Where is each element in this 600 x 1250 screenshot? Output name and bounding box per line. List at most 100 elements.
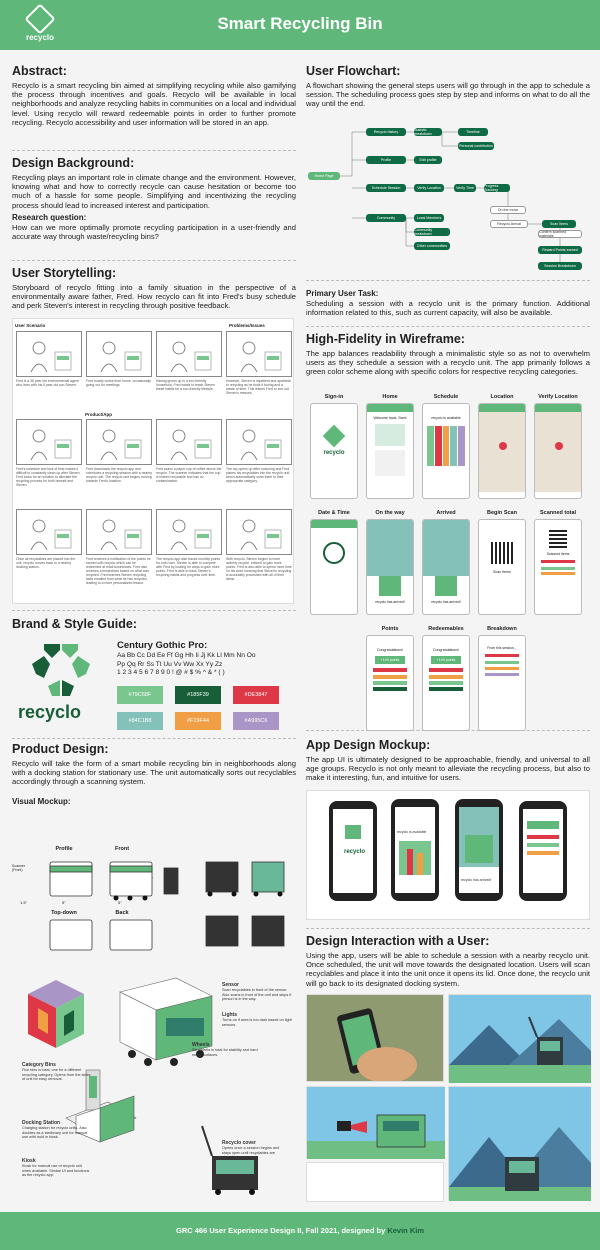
- flowchart-section: User Flowchart: A flowchart showing the …: [306, 64, 590, 109]
- flowchart-node: Community: [366, 214, 406, 222]
- storyboard-caption: The recyclo app also tracks monthly poin…: [156, 557, 221, 577]
- wireframe-label: Verify Location: [538, 394, 578, 400]
- flowchart-node: Personal contribution: [458, 142, 494, 150]
- research-question-heading: Research question:: [12, 212, 87, 222]
- storyboard-caption: Fred mostly works from home, occasionall…: [86, 379, 152, 387]
- storyboard-frame: [86, 509, 152, 555]
- view-label-back: Back: [115, 910, 129, 916]
- font-name: Century Gothic Pro:: [117, 640, 208, 651]
- illustration-mobile-unit: [448, 994, 591, 1083]
- flowchart-node: Verify Time: [454, 184, 476, 192]
- wireframe-label: Location: [490, 394, 514, 400]
- flowchart-node: Home Page: [308, 172, 340, 180]
- storyboard: User Scenario Problems/Issues Product/Ap…: [12, 318, 294, 604]
- flowchart-node: On the move: [490, 206, 526, 214]
- research-question-text: How can we more optimally promote recycl…: [12, 222, 296, 242]
- storytelling-section: User Storytelling: Storyboard of recyclo…: [12, 266, 296, 311]
- wireframe-section: High-Fidelity in Wireframe: The app bala…: [306, 332, 590, 377]
- wireframe-screen: Scanned Items: [534, 519, 582, 615]
- flowchart-node: Scan Items: [542, 220, 576, 228]
- logo-text: recyclo: [25, 33, 55, 42]
- storyboard-frame: [226, 331, 292, 377]
- primary-task-text: Scheduling a session with a recyclo unit…: [306, 299, 590, 318]
- storyboard-frame: [16, 331, 82, 377]
- wireframe-label: Begin Scan: [487, 510, 517, 516]
- brand-heading: Brand & Style Guide:: [12, 617, 138, 631]
- wireframe-label: Sign-in: [324, 394, 344, 400]
- font-specimen: Aa Bb Cc Dd Ee Ff Gg Hh Ii Jj Kk Ll Mm N…: [117, 652, 256, 676]
- view-label-topdown: Top-down: [51, 910, 77, 916]
- wireframe-screen: recyclo is available: [422, 403, 470, 499]
- visual-mockup-heading: Visual Mockup:: [12, 796, 71, 806]
- orthographic-views: [49, 861, 285, 951]
- flowchart-node: Confirm scanned materials: [538, 230, 582, 238]
- svg-text:recyclo is available: recyclo is available: [397, 830, 426, 834]
- storyboard-frame: [156, 509, 222, 555]
- view-label-front: Front: [114, 846, 130, 852]
- flowchart-node: Recyclo Arrival: [490, 220, 528, 228]
- storyboard-frame: [226, 509, 292, 555]
- dim-width-profile: 5": [62, 900, 66, 905]
- primary-task-heading: Primary User Task:: [306, 289, 379, 298]
- design-background-text: Recycling plays an important role in cli…: [12, 173, 296, 210]
- wireframe-label: Arrived: [436, 510, 456, 516]
- wireframe-text: The app balances readability through a m…: [306, 349, 590, 377]
- storyboard-frame: [16, 509, 82, 555]
- brand-logo-mark: [32, 644, 90, 696]
- wireframe-screen: [478, 403, 526, 499]
- illustration-blank: [306, 1162, 444, 1202]
- page-title: Smart Recycling Bin: [217, 14, 383, 33]
- interaction-text: Using the app, users will be able to sch…: [306, 951, 590, 988]
- photo-phone-in-hand: [306, 994, 444, 1082]
- storyboard-caption: Fred is a 38 year old environmental agen…: [16, 379, 79, 387]
- storyboard-frame: [226, 419, 292, 465]
- wireframe-screen: recyclo has arrived!: [422, 519, 470, 615]
- app-mockup-image: recyclo recyclo is available recyclo has…: [306, 790, 590, 920]
- footer: GRC 466 User Experience Design II, Fall …: [0, 1212, 600, 1250]
- illustration-docking: [448, 1086, 591, 1201]
- recyclo-logo: recyclo: [22, 3, 58, 44]
- product-heading: Product Design:: [12, 742, 109, 756]
- storyboard-caption: Fred scans a paper cup of coffee above t…: [156, 467, 222, 483]
- storyboard-caption: The top opens up after scanning and Fred…: [226, 467, 291, 483]
- flowchart-node: Statistic breakdown: [414, 128, 442, 136]
- color-swatch: #79C68F: [117, 686, 163, 704]
- storyboard-caption: Once all recyclables are placed into the…: [16, 557, 76, 569]
- flowchart-node: Progress Tracking: [484, 184, 510, 192]
- flowchart-node: Community breakdown: [414, 228, 450, 236]
- wireframe-label: Breakdown: [487, 626, 517, 632]
- storyboard-caption: Fred downloads the recyclo app and sched…: [86, 467, 152, 483]
- header-bar: recyclo Smart Recycling Bin: [0, 0, 600, 50]
- primary-task-section: Primary User Task: Scheduling a session …: [306, 286, 590, 317]
- label-product-app: Product/App: [85, 412, 112, 417]
- product-section: Product Design: Recyclo will take the fo…: [12, 742, 296, 807]
- wireframe-screen: recyclo: [310, 403, 358, 499]
- flowchart-node: Session Breakdown: [538, 262, 582, 270]
- wireframe-label: Redeemables: [428, 626, 464, 632]
- flowchart-node: Timeline: [458, 128, 488, 136]
- label-user-scenario: User Scenario: [15, 323, 46, 328]
- wireframe-screen: Welcome back, Sam!: [366, 403, 414, 499]
- product-text: Recyclo will take the form of a smart mo…: [12, 759, 296, 787]
- abstract-heading: Abstract:: [12, 64, 67, 78]
- dim-width-front: 5": [118, 900, 122, 905]
- wireframe-screen: Congratulations!+100 points: [366, 635, 414, 731]
- wireframe-screen: From this session...: [478, 635, 526, 731]
- design-background-section: Design Background: Recycling plays an im…: [12, 156, 296, 241]
- svg-text:recyclo has arrived!: recyclo has arrived!: [461, 878, 491, 882]
- product-3d-render: [28, 977, 258, 1195]
- wireframe-label: On the way: [375, 510, 405, 516]
- design-background-heading: Design Background:: [12, 156, 135, 170]
- flowchart-node: Local Members: [414, 214, 444, 222]
- mockup-heading: App Design Mockup:: [306, 738, 431, 752]
- dim-scanner: Scanner (Front): [12, 864, 26, 872]
- brand-logo-text: recyclo: [18, 702, 82, 722]
- storyboard-frame: [156, 419, 222, 465]
- wireframe-screen: Congratulations!+100 points: [422, 635, 470, 731]
- svg-text:Congratulations!: Congratulations!: [527, 816, 553, 820]
